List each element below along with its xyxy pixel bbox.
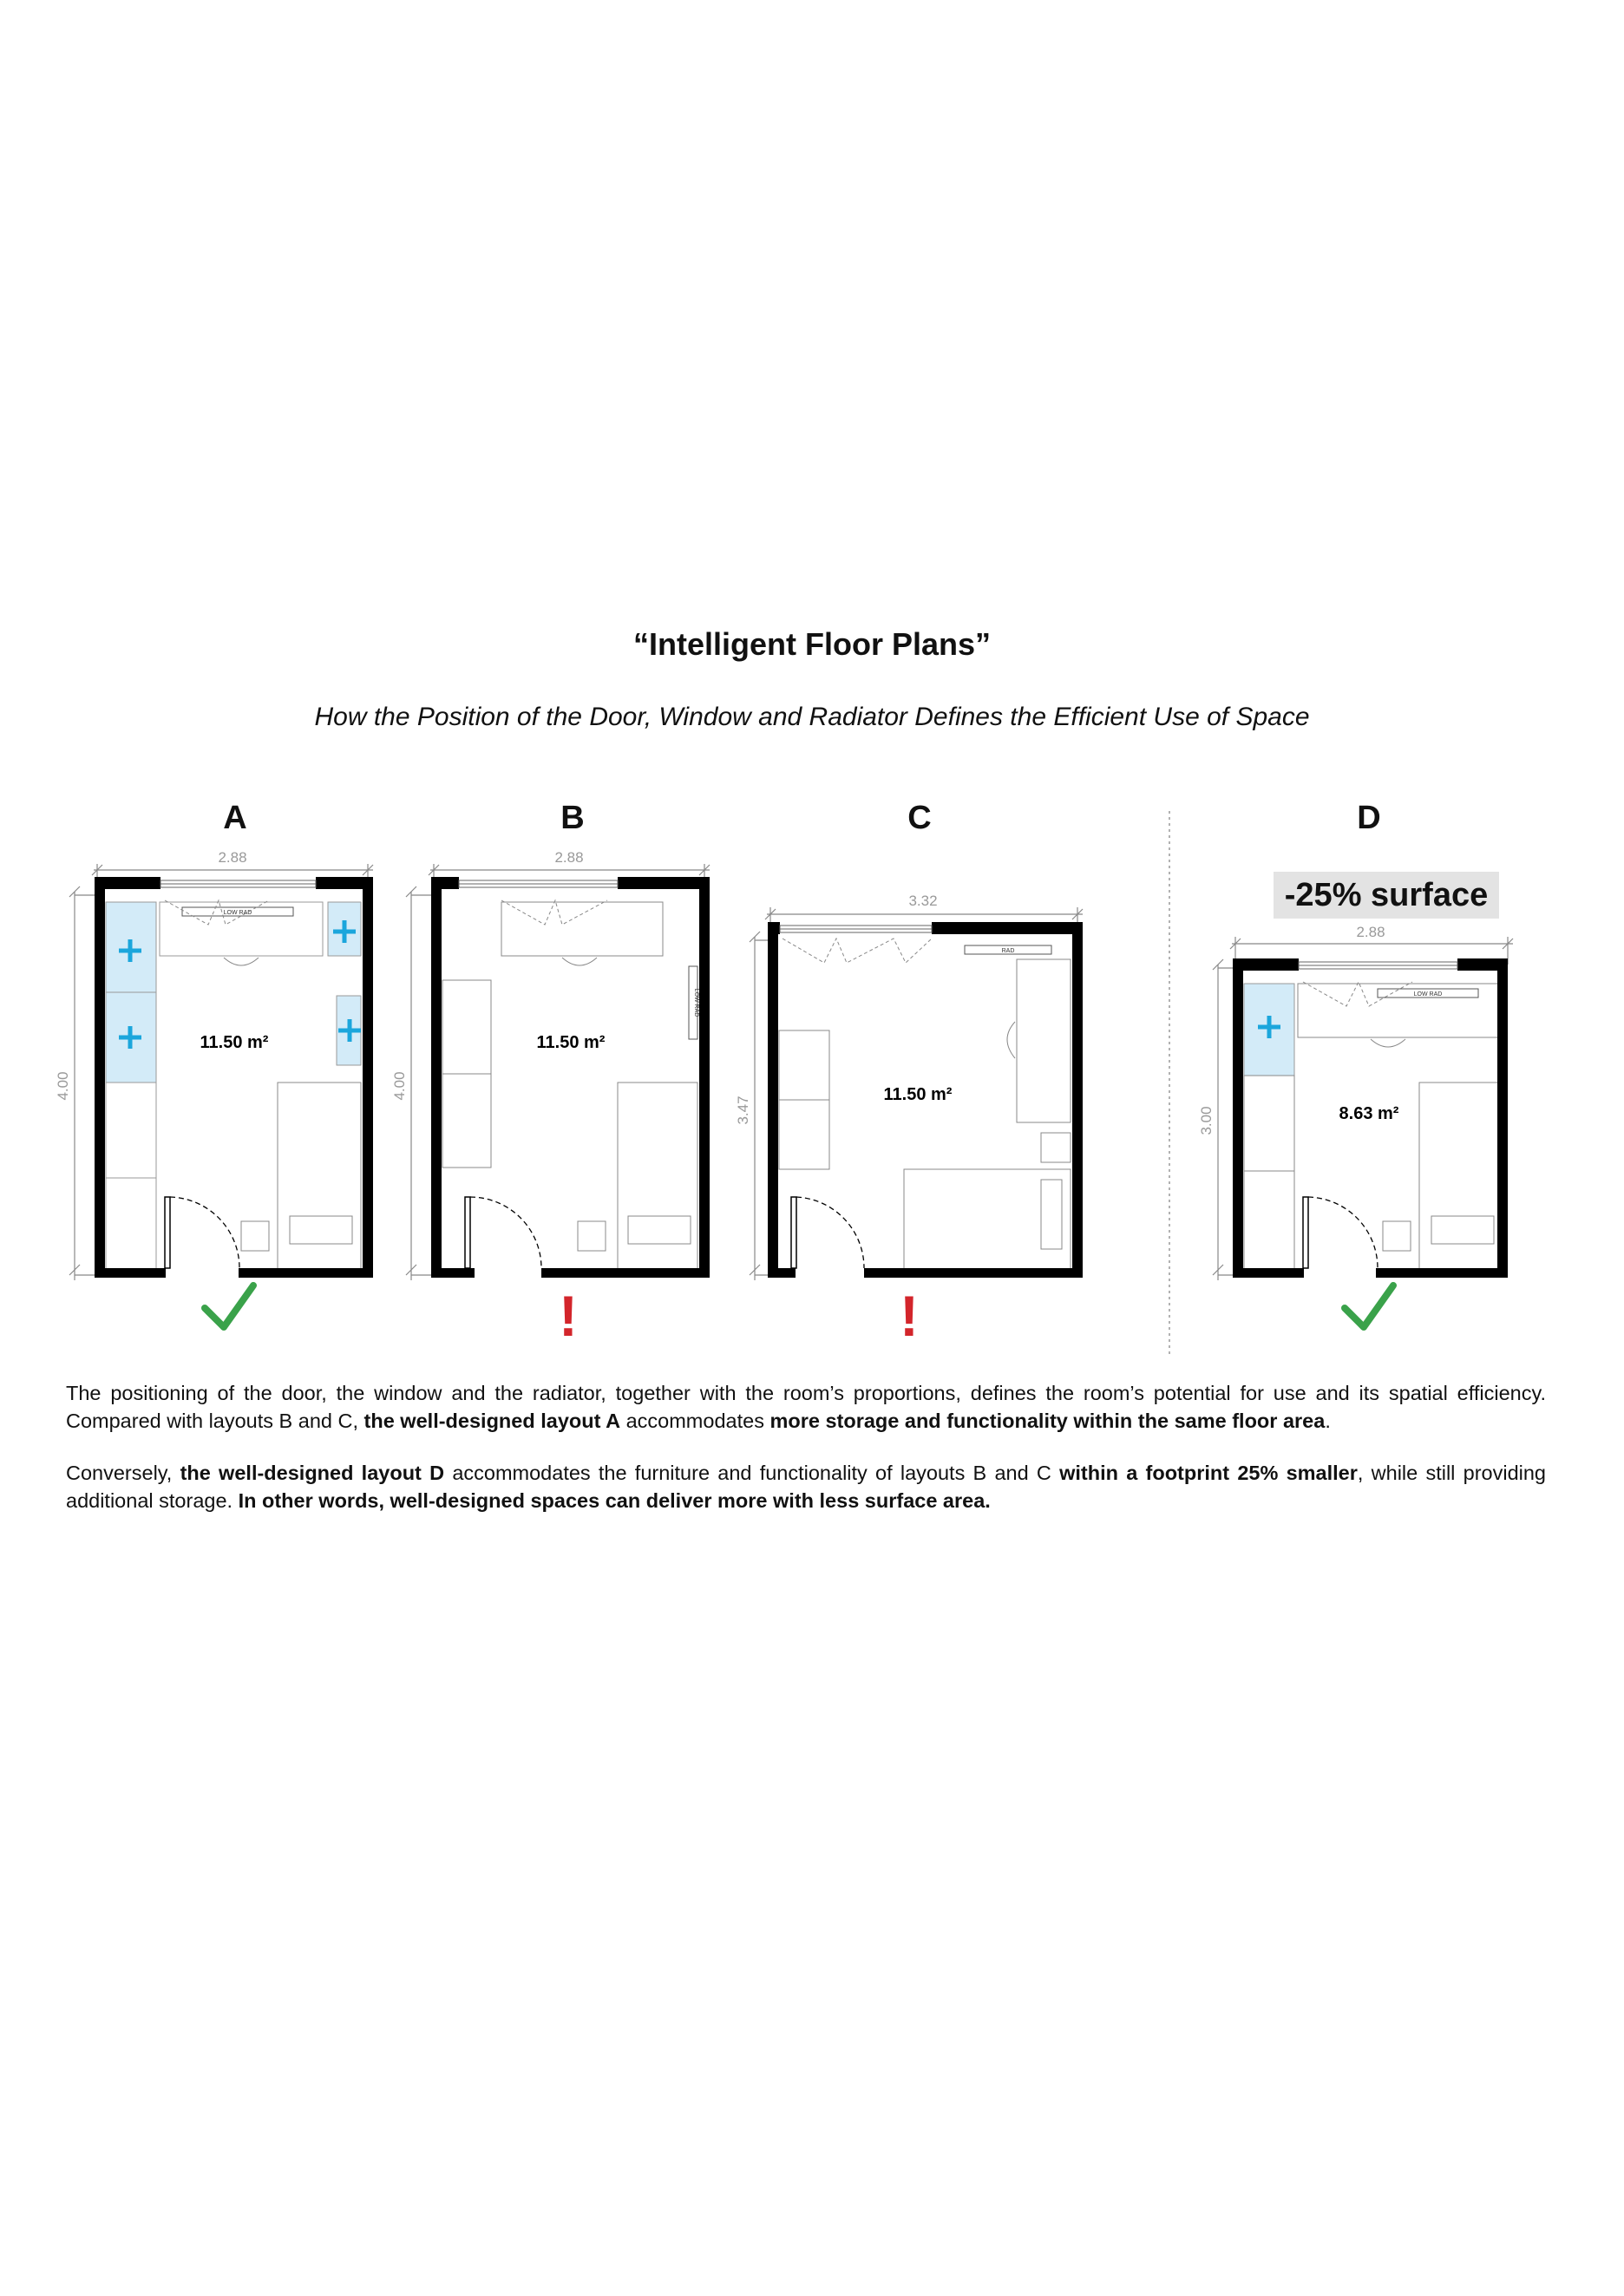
area-label-b: 11.50 m²: [537, 1033, 606, 1052]
surface-reduction-badge: -25% surface: [1274, 872, 1499, 919]
description-paragraph-1: The positioning of the door, the window …: [66, 1382, 1546, 1432]
warning-icon: !: [559, 1284, 578, 1348]
width-dim-b: 2.88: [554, 849, 583, 866]
layout-b-letter: B: [560, 800, 585, 836]
door-d: [1302, 1196, 1378, 1269]
floor-plan-c: 3.32 3.47 RAD 11.50 m²: [735, 893, 1084, 1348]
width-dim-d: 2.88: [1356, 924, 1385, 940]
page-title: “Intelligent Floor Plans”: [632, 626, 992, 662]
warning-icon: !: [900, 1284, 919, 1348]
floor-plans-diagram: 2.88 4.00 LOW RAD: [55, 811, 1514, 1357]
walls-b: [431, 877, 710, 1278]
radiator-a: [181, 906, 294, 917]
floor-plan-b: 2.88 4.00 LOW RAD 11.50: [391, 849, 710, 1348]
furniture-c: [778, 937, 1071, 1272]
svg-text:LOW RAD: LOW RAD: [224, 910, 252, 916]
height-dim-c: 3.47: [735, 1096, 751, 1124]
svg-text:RAD: RAD: [1002, 948, 1015, 954]
height-dim-a: 4.00: [55, 1071, 71, 1100]
door-b: [464, 1196, 542, 1269]
bed-a: [240, 1082, 362, 1272]
radiator-b: [688, 965, 698, 1040]
area-label-d: 8.63 m²: [1339, 1104, 1399, 1123]
walls-a: [95, 877, 373, 1278]
svg-text:LOW RAD: LOW RAD: [693, 989, 699, 1017]
storage-plus-icons-a: [119, 920, 361, 1049]
area-label-c: 11.50 m²: [884, 1085, 953, 1104]
floor-plan-a: 2.88 4.00 LOW RAD: [55, 849, 374, 1331]
dimension-lines-b: [405, 864, 710, 1280]
layout-a-letter: A: [223, 800, 247, 836]
svg-text:LOW RAD: LOW RAD: [1414, 991, 1443, 998]
height-dim-d: 3.00: [1198, 1106, 1215, 1135]
storage-plus-icon-d: [1258, 1016, 1280, 1038]
walls-d: [1233, 958, 1508, 1278]
dimension-lines-c: [749, 907, 1084, 1280]
desk-a: [159, 901, 324, 957]
chair-a: [223, 957, 259, 966]
dimension-lines-a: [69, 864, 374, 1280]
width-dim-c: 3.32: [908, 893, 937, 909]
radiator-c: [964, 945, 1052, 955]
check-icon: [1341, 1282, 1397, 1331]
door-a: [164, 1196, 240, 1269]
height-dim-b: 4.00: [391, 1071, 408, 1100]
radiator-d: [1377, 988, 1479, 998]
area-label-a: 11.50 m²: [200, 1033, 269, 1052]
check-icon: [201, 1282, 257, 1331]
walls-c: [768, 922, 1083, 1278]
description-paragraph-2: Conversely, the well-designed layout D a…: [66, 1462, 1546, 1512]
layout-c-letter: C: [907, 800, 932, 836]
layout-d-letter: D: [1357, 800, 1381, 836]
floor-plan-d: 2.88 3.00 LOW RAD: [1198, 924, 1514, 1331]
page-subtitle: How the Position of the Door, Window and…: [314, 703, 1310, 731]
door-c: [790, 1196, 865, 1269]
width-dim-a: 2.88: [218, 849, 246, 866]
furniture-b: [442, 899, 698, 1272]
